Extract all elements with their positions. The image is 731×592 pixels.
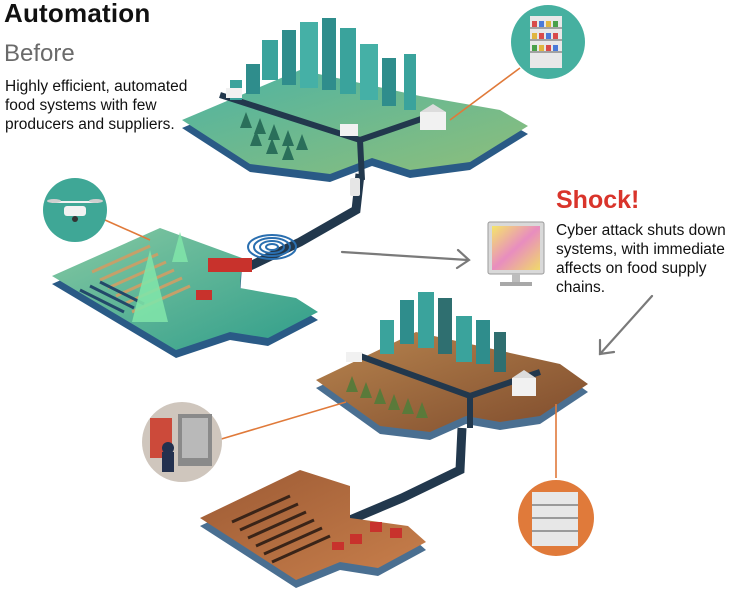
page-title: Automation — [4, 0, 151, 28]
before-city-platform — [182, 18, 528, 182]
shock-description: Cyber attack shuts down systems, with im… — [556, 222, 726, 296]
before-description: Highly efficient, automated food systems… — [5, 78, 188, 133]
before-truck — [350, 178, 360, 196]
wireless-signal-icon — [247, 234, 297, 260]
before-farm-platform — [52, 228, 318, 358]
broken-vending-machine-icon — [142, 402, 222, 482]
drone-icon — [43, 178, 107, 242]
after-city-platform — [316, 292, 588, 440]
shock-heading: Shock! — [556, 186, 640, 214]
after-road — [348, 427, 467, 525]
empty-shelves-icon — [518, 480, 594, 556]
computer-monitor-icon — [487, 221, 545, 286]
before-heading: Before — [4, 40, 75, 67]
supermarket-shelves-icon — [511, 5, 585, 79]
shock-arrow-down-icon — [598, 294, 654, 356]
after-farm-platform — [200, 470, 426, 588]
shock-arrow-right-icon — [340, 248, 471, 270]
